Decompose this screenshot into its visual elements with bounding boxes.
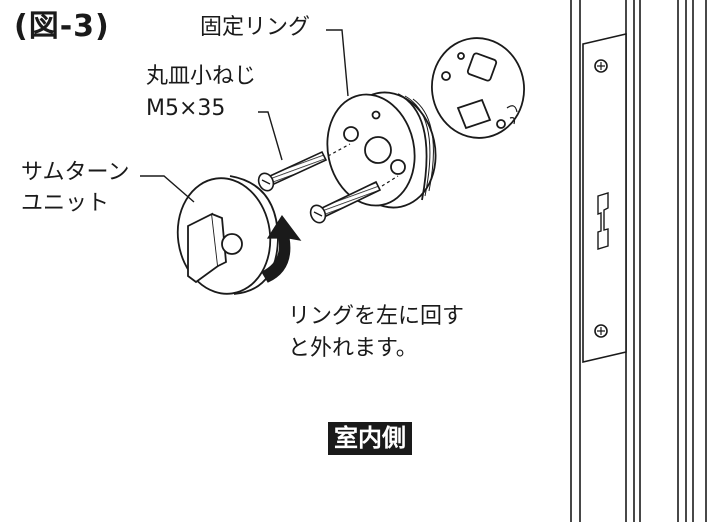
- lock-front-plate: [582, 32, 627, 364]
- screw-upper: [257, 143, 351, 192]
- instruction-line1: リングを左に回す: [288, 304, 465, 329]
- leader-lines: [140, 29, 349, 203]
- thumbturn-label-line1: サムターン: [21, 160, 130, 185]
- latch-slot: [597, 192, 609, 250]
- screw-label-size: M5×35: [146, 96, 226, 121]
- back-plate: [431, 37, 525, 139]
- instruction-line2: と外れます。: [288, 336, 418, 361]
- fixing-ring-label: 固定リング: [200, 15, 311, 40]
- screw-label-name: 丸皿小ねじ: [146, 64, 257, 89]
- thumbturn-label-line2: ユニット: [21, 191, 110, 216]
- screw-lower: [309, 175, 399, 224]
- indoor-side-badge: 室内側: [328, 422, 412, 455]
- figure-title: (図-3): [14, 9, 110, 44]
- fixing-ring: [326, 91, 437, 209]
- thumbturn-unit-icon: [176, 175, 279, 295]
- rotate-left-arrow-icon: [261, 214, 302, 283]
